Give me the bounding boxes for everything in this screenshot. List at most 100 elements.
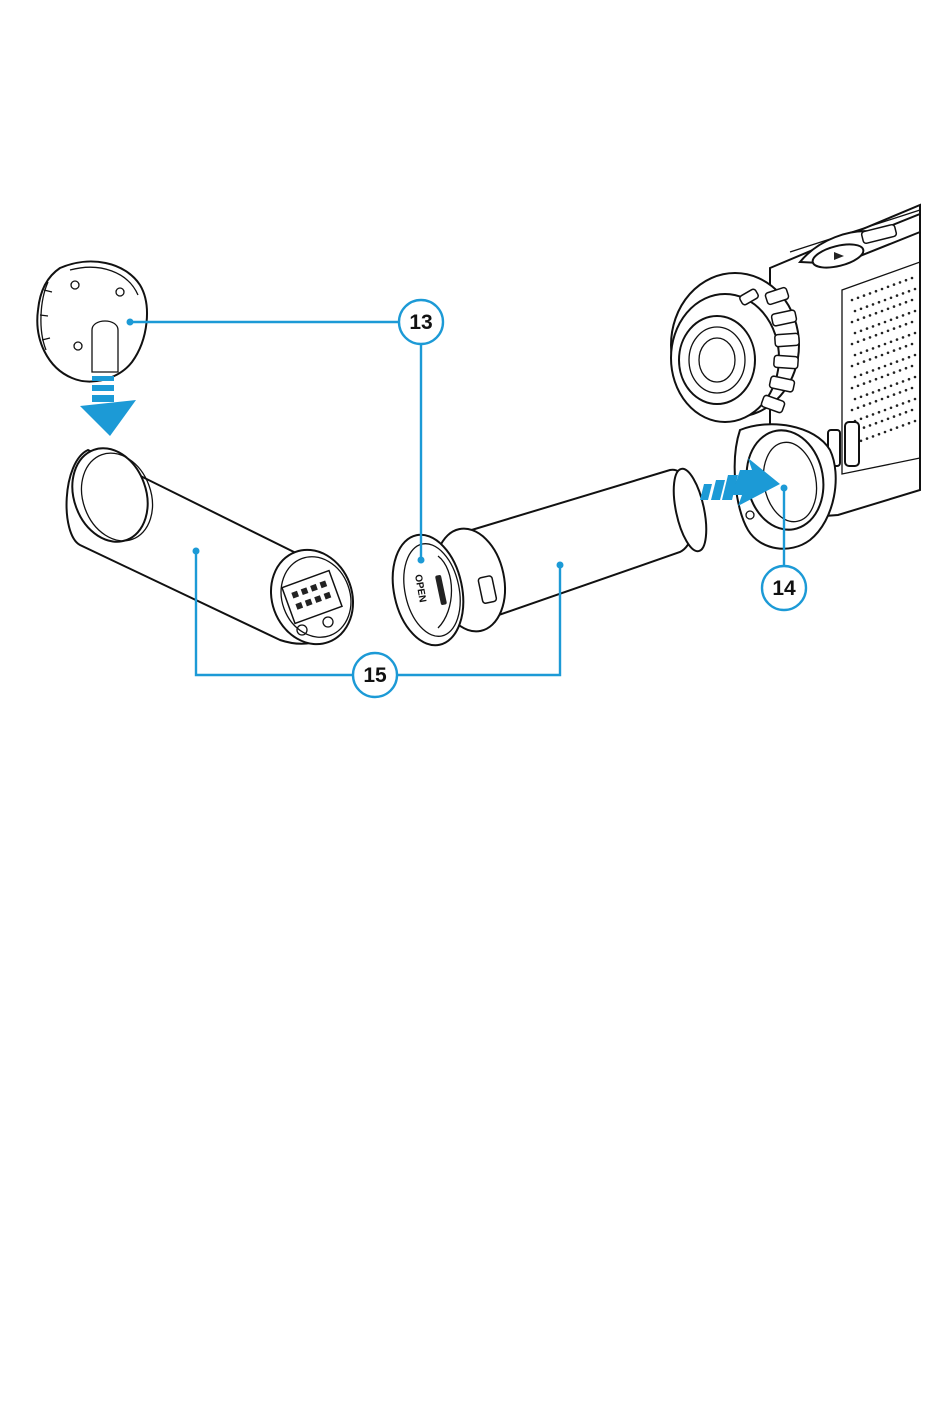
grille-dot (890, 341, 893, 344)
grille-dot (890, 407, 893, 410)
grille-dot (857, 297, 860, 300)
grille-dot (896, 382, 899, 385)
grille-dot (863, 404, 866, 407)
grille-dot (899, 347, 902, 350)
grille-dot (881, 310, 884, 313)
grille-dot (911, 277, 914, 280)
grille-dot (854, 310, 857, 313)
grille-dot (905, 345, 908, 348)
grille-dot (905, 301, 908, 304)
grille-dot (884, 321, 887, 324)
grille-dot (878, 323, 881, 326)
grille-dot (914, 420, 917, 423)
grille-dot (869, 314, 872, 317)
grille-dot (875, 400, 878, 403)
grille-dot (860, 374, 863, 377)
grille-dot (896, 404, 899, 407)
grille-dot (875, 312, 878, 315)
grille-dot (875, 356, 878, 359)
grille-dot (881, 354, 884, 357)
grille-dot (893, 305, 896, 308)
grille-dot (893, 283, 896, 286)
grille-dot (866, 349, 869, 352)
grille-dot (893, 371, 896, 374)
grille-dot (863, 338, 866, 341)
grille-dot (905, 389, 908, 392)
grille-dot (860, 440, 863, 443)
insert-cap-arrow (80, 376, 136, 436)
grille-dot (908, 312, 911, 315)
grille-dot (866, 327, 869, 330)
grille-dot (896, 360, 899, 363)
grille-dot (884, 343, 887, 346)
grille-dot (887, 352, 890, 355)
grille-dot (887, 396, 890, 399)
grille-dot (857, 385, 860, 388)
grille-dot (872, 391, 875, 394)
grille-dot (890, 363, 893, 366)
grille-dot (887, 374, 890, 377)
grille-dot (902, 424, 905, 427)
grille-dot (881, 398, 884, 401)
grille-dot (905, 411, 908, 414)
grille-dot (875, 378, 878, 381)
grille-dot (860, 396, 863, 399)
grille-dot (899, 303, 902, 306)
grille-dot (899, 369, 902, 372)
battery-pack-right (426, 466, 712, 638)
grille-dot (863, 294, 866, 297)
grille-dot (863, 316, 866, 319)
grille-dot (914, 288, 917, 291)
grille-dot (857, 319, 860, 322)
grille-dot (902, 402, 905, 405)
grille-dot (899, 325, 902, 328)
grille-dot (854, 398, 857, 401)
grille-dot (908, 400, 911, 403)
grille-dot (899, 281, 902, 284)
grille-dot (860, 418, 863, 421)
grille-dot (902, 358, 905, 361)
grille-dot (905, 323, 908, 326)
grille-dot (911, 387, 914, 390)
grille-dot (872, 325, 875, 328)
grille-dot (851, 299, 854, 302)
grille-dot (893, 349, 896, 352)
grille-dot (857, 363, 860, 366)
callout-14-label: 14 (772, 577, 796, 600)
grille-dot (884, 409, 887, 412)
grille-dot (914, 310, 917, 313)
grille-dot (851, 321, 854, 324)
grille-dot (899, 413, 902, 416)
grille-dot (851, 387, 854, 390)
grille-dot (914, 376, 917, 379)
grille-dot (908, 378, 911, 381)
grille-dot (878, 433, 881, 436)
grille-dot (911, 365, 914, 368)
grille-dot (911, 343, 914, 346)
grille-dot (890, 429, 893, 432)
grille-dot (869, 380, 872, 383)
grille-dot (899, 391, 902, 394)
grille-dot (893, 393, 896, 396)
grille-dot (866, 393, 869, 396)
grille-dot (887, 418, 890, 421)
grille-dot (866, 415, 869, 418)
grille-dot (902, 336, 905, 339)
grille-dot (881, 288, 884, 291)
grille-dot (896, 426, 899, 429)
grille-dot (914, 354, 917, 357)
grille-dot (863, 382, 866, 385)
grille-dot (896, 316, 899, 319)
grille-dot (866, 371, 869, 374)
grille-dot (914, 332, 917, 335)
grille-dot (872, 435, 875, 438)
grille-dot (872, 347, 875, 350)
grille-dot (878, 345, 881, 348)
grille-dot (887, 286, 890, 289)
grille-dot (890, 297, 893, 300)
grille-dot (887, 308, 890, 311)
grille-dot (902, 380, 905, 383)
grille-dot (872, 413, 875, 416)
grille-dot (863, 360, 866, 363)
